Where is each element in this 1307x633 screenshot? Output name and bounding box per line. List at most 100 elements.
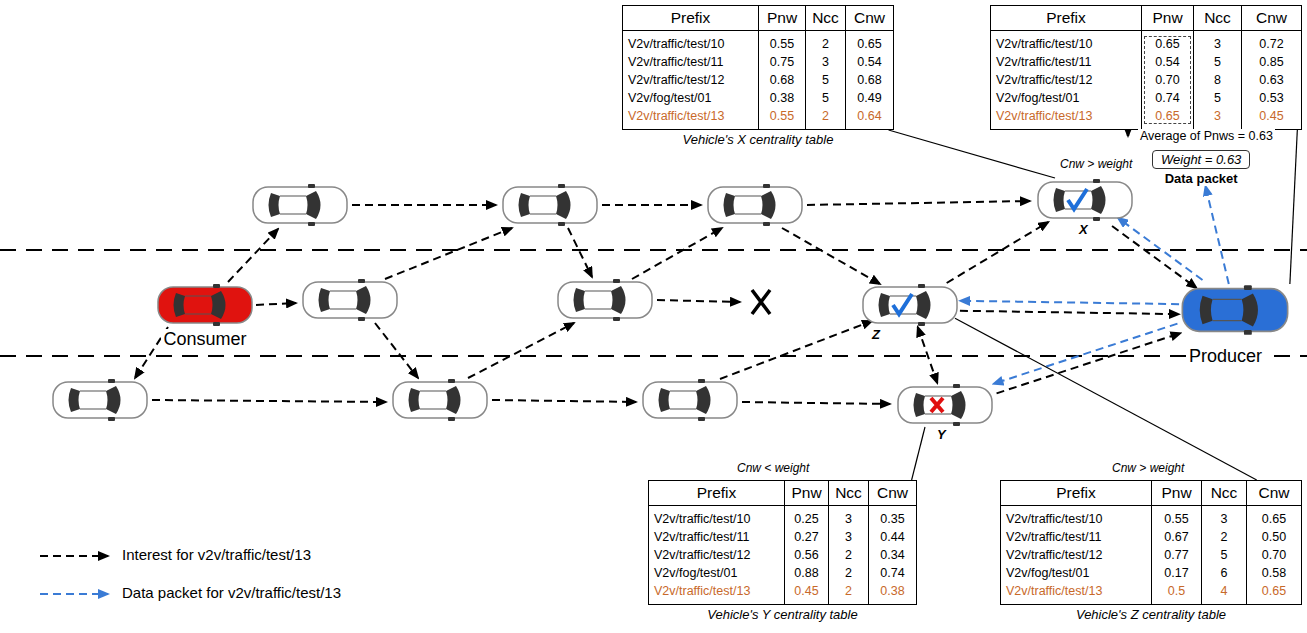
table-cell: 0.70 xyxy=(1247,546,1301,564)
table-cell: 0.54 xyxy=(846,53,893,71)
vehicle-label: Y xyxy=(935,427,948,442)
table-column-inner: V2v/traffic/test/10V2v/traffic/test/11V2… xyxy=(991,34,1141,126)
table-header-row: PrefixPnwNccCnw xyxy=(649,481,916,506)
table-cell: 0.38 xyxy=(759,89,805,107)
annotation-label: Cnw < weight xyxy=(735,461,811,475)
interest-arrow xyxy=(918,327,938,383)
table-cell: 0.45 xyxy=(1242,107,1301,125)
table-cell: 0.45 xyxy=(785,582,828,600)
vehicle: Z xyxy=(860,283,960,327)
vehicle-label: Producer xyxy=(1187,346,1264,367)
table-body: V2v/traffic/test/10V2v/traffic/test/11V2… xyxy=(991,31,1301,129)
table-cell: 0.74 xyxy=(869,564,916,582)
table-header-cell: Ncc xyxy=(1201,481,1246,505)
table-header-cell: Prefix xyxy=(649,481,784,505)
table-cell: 0.55 xyxy=(759,107,805,125)
table-cell: V2v/traffic/test/12 xyxy=(1001,546,1151,564)
table-cell: 2 xyxy=(829,546,868,564)
leader-line xyxy=(889,130,1055,178)
centrality-table: PrefixPnwNccCnwV2v/traffic/test/10V2v/tr… xyxy=(622,5,894,130)
table-cell: V2v/traffic/test/11 xyxy=(991,53,1141,71)
centrality-table: PrefixPnwNccCnwV2v/traffic/test/10V2v/tr… xyxy=(990,5,1302,130)
table-column: 0.350.440.340.740.38 xyxy=(868,506,916,604)
table-column: 35853 xyxy=(1193,31,1241,129)
table-header-cell: Pnw xyxy=(1141,6,1193,30)
vehicle-icon xyxy=(895,383,995,427)
table-cell: 3 xyxy=(829,510,868,528)
table-cell: V2v/traffic/test/10 xyxy=(1001,510,1151,528)
table-cell: V2v/traffic/test/11 xyxy=(1001,528,1151,546)
table-cell: V2v/fog/test/01 xyxy=(649,564,784,582)
interest-arrow xyxy=(947,222,1049,283)
vehicle-icon xyxy=(860,283,960,327)
vehicle-icon xyxy=(1035,178,1135,222)
table-header-cell: Cnw xyxy=(845,6,893,30)
table-column: V2v/traffic/test/10V2v/traffic/test/11V2… xyxy=(649,506,784,604)
table-column-inner: 0.550.670.770.170.5 xyxy=(1152,509,1201,601)
table-body: V2v/traffic/test/10V2v/traffic/test/11V2… xyxy=(649,506,916,604)
vehicle-label: X xyxy=(1077,222,1090,237)
table-cell: 5 xyxy=(1202,546,1246,564)
table-cell: 5 xyxy=(1194,53,1241,71)
vehicle: Producer xyxy=(1179,284,1291,336)
leader-line xyxy=(912,427,925,480)
annotation-label: Cnw > weight xyxy=(1058,157,1134,171)
table-cell: 2 xyxy=(1202,528,1246,546)
table-column-inner: 32564 xyxy=(1202,509,1246,601)
table-header-row: PrefixPnwNccCnw xyxy=(1001,481,1301,506)
table-cell: 8 xyxy=(1194,71,1241,89)
data-packet-arrow xyxy=(1118,218,1203,280)
table-cell: 0.38 xyxy=(869,582,916,600)
table-header-cell: Pnw xyxy=(784,481,828,505)
table-column-inner: V2v/traffic/test/10V2v/traffic/test/11V2… xyxy=(1001,509,1151,601)
table-header-row: PrefixPnwNccCnw xyxy=(991,6,1301,31)
table-column: 0.650.540.700.740.65 xyxy=(1141,31,1193,129)
table-cell: 0.88 xyxy=(785,564,828,582)
table-cell: 5 xyxy=(806,71,845,89)
table-cell: V2v/fog/test/01 xyxy=(623,89,758,107)
table-cell: V2v/traffic/test/13 xyxy=(649,582,784,600)
table-caption: Vehicle's X centrality table xyxy=(603,132,913,147)
legend-text: Data packet for v2v/traffic/test/13 xyxy=(122,584,341,601)
table-cell: 0.34 xyxy=(869,546,916,564)
table-cell: 3 xyxy=(1194,107,1241,125)
table-cell: 0.68 xyxy=(846,71,893,89)
table-column: 0.650.540.680.490.64 xyxy=(845,31,893,129)
cross-mark xyxy=(931,398,943,412)
table-cell: 2 xyxy=(829,582,868,600)
table-cell: V2v/traffic/test/12 xyxy=(623,71,758,89)
vehicle: X xyxy=(1035,178,1135,222)
table-column: 0.650.500.700.580.65 xyxy=(1246,506,1301,604)
table-column-inner: 0.720.850.630.530.45 xyxy=(1242,34,1301,126)
table-cell: 4 xyxy=(1202,582,1246,600)
table-header-cell: Pnw xyxy=(1151,481,1201,505)
table-column-inner: 0.650.540.700.740.65 xyxy=(1142,34,1193,126)
table-column: 33222 xyxy=(828,506,868,604)
table-cell: 0.56 xyxy=(785,546,828,564)
table-cell: V2v/traffic/test/12 xyxy=(991,71,1141,89)
table-cell: 0.53 xyxy=(1242,89,1301,107)
table-cell: 0.65 xyxy=(1247,510,1301,528)
vehicle-label: Consumer xyxy=(161,329,248,350)
table-cell: 0.75 xyxy=(759,53,805,71)
vehicle-icon xyxy=(1179,284,1291,336)
table-cell: 0.68 xyxy=(759,71,805,89)
table-cell: 0.65 xyxy=(1142,35,1193,53)
table-cell: 3 xyxy=(1202,510,1246,528)
interest-arrow xyxy=(960,311,1179,314)
table-column: 23552 xyxy=(805,31,845,129)
vehicle-icon xyxy=(155,283,255,327)
data-packet-arrow xyxy=(1205,186,1228,284)
lane-lines xyxy=(0,250,1307,356)
table-cell: 2 xyxy=(829,564,868,582)
table-caption: Vehicle's Y centrality table xyxy=(629,607,936,622)
data-packet-arrow xyxy=(960,301,1179,304)
table-cell: V2v/fog/test/01 xyxy=(1001,564,1151,582)
table-cell: 0.35 xyxy=(869,510,916,528)
weight-box: Weight = 0.63 xyxy=(1152,150,1250,169)
table-column-inner: V2v/traffic/test/10V2v/traffic/test/11V2… xyxy=(649,509,784,601)
legend-samples xyxy=(40,556,108,594)
table-cell: 0.65 xyxy=(1247,582,1301,600)
vehicle: Y xyxy=(895,383,995,427)
table-cell: 0.70 xyxy=(1142,71,1193,89)
